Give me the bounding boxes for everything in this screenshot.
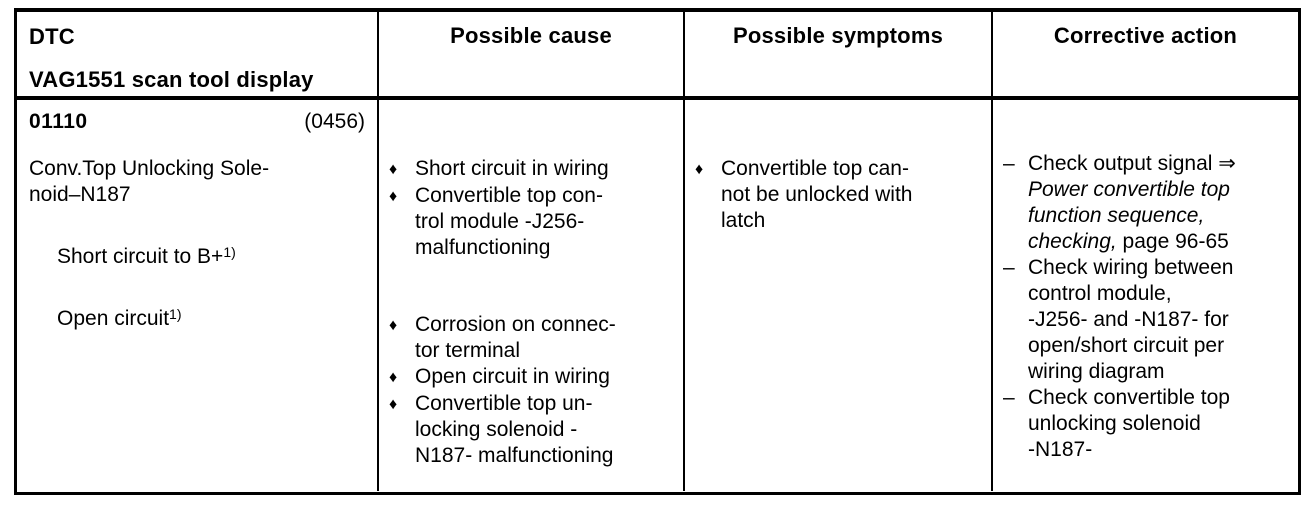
cause-text: Convertible top un- locking solenoid - N… [415,392,614,467]
header-possible-cause-label: Possible cause [450,23,612,48]
header-scan-tool-label: VAG1551 scan tool display [29,67,314,92]
list-item: ♦ Convertible top un- locking solenoid -… [389,391,673,469]
header-dtc-label: DTC [29,24,75,49]
footnote-marker: 1) [223,244,236,260]
list-item: ♦ Short circuit in wiring [389,156,673,183]
cell-dtc: 01110 (0456) Conv.Top Unlocking Sole- no… [17,100,379,491]
cause-text: Corrosion on connec- tor terminal [415,313,616,362]
cause-text: Convertible top con- trol module -J256- … [415,184,603,259]
action-text-check-solenoid: Check convertible top unlocking solenoid… [1028,386,1230,461]
header-cell-possible-symptoms: Possible symptoms [685,12,993,96]
dtc-table: DTC VAG1551 scan tool display Possible c… [14,8,1301,495]
cause-list-group2: ♦ Corrosion on connec- tor terminal ♦ Op… [389,312,673,469]
action-text-check-wiring: Check wiring between control module, -J2… [1028,256,1234,383]
list-item: ♦ Open circuit in wiring [389,364,673,391]
action-text-check-output: Check output signal ⇒ Power convertible … [1028,151,1288,255]
header-cell-dtc: DTC VAG1551 scan tool display [17,12,379,96]
dtc-code-row: 01110 (0456) [27,109,367,135]
dtc-condition-text: Open circuit [57,307,170,330]
list-item: ♦ Convertible top con- trol module -J256… [389,183,673,261]
symptom-text: Convertible top can- not be unlocked wit… [721,157,913,232]
cause-text: Open circuit in wiring [415,365,610,388]
header-cell-possible-cause: Possible cause [379,12,685,96]
list-item: – Check convertible top unlocking soleno… [1003,385,1288,463]
cell-corrective-action: – Check output signal ⇒ Power convertibl… [993,100,1298,491]
diamond-bullet-icon: ♦ [389,369,398,386]
cause-text: Short circuit in wiring [415,157,609,180]
dtc-condition-open-circuit: Open circuit1) [57,306,367,332]
list-item: – Check wiring between control module, -… [1003,255,1288,385]
list-item: – Check output signal ⇒ Power convertibl… [1003,151,1288,255]
dtc-condition-short-circuit: Short circuit to B+1) [57,244,367,270]
action-page-ref: page 96-65 [1116,230,1229,253]
diamond-bullet-icon: ♦ [695,161,704,178]
dash-bullet-icon: – [1003,386,1015,409]
action-italic-reference: Power convertible top function sequence,… [1028,178,1230,253]
dtc-condition-text: Short circuit to B+ [57,245,224,268]
diamond-bullet-icon: ♦ [389,317,398,334]
dtc-code: 01110 [29,110,88,133]
cause-list-group1: ♦ Short circuit in wiring ♦ Convertible … [389,156,673,261]
list-item: ♦ Corrosion on connec- tor terminal [389,312,673,364]
footnote-marker: 1) [169,306,182,322]
table-header-row: DTC VAG1551 scan tool display Possible c… [17,12,1298,100]
dash-bullet-icon: – [1003,152,1015,175]
diamond-bullet-icon: ♦ [389,396,398,413]
table-body-row: 01110 (0456) Conv.Top Unlocking Sole- no… [17,100,1298,491]
cell-possible-cause: ♦ Short circuit in wiring ♦ Convertible … [379,100,685,491]
dtc-code-alt: (0456) [304,110,365,133]
header-corrective-action-label: Corrective action [1053,23,1238,48]
action-lead: Check output signal ⇒ [1028,152,1236,175]
dtc-name: Conv.Top Unlocking Sole- noid–N187 [29,157,270,206]
header-possible-symptoms-label: Possible symptoms [732,23,944,48]
list-item: ♦ Convertible top can- not be unlocked w… [695,156,981,234]
dash-bullet-icon: – [1003,256,1015,279]
diamond-bullet-icon: ♦ [389,161,398,178]
cell-possible-symptoms: ♦ Convertible top can- not be unlocked w… [685,100,993,491]
diamond-bullet-icon: ♦ [389,188,398,205]
header-cell-corrective-action: Corrective action [993,12,1298,96]
